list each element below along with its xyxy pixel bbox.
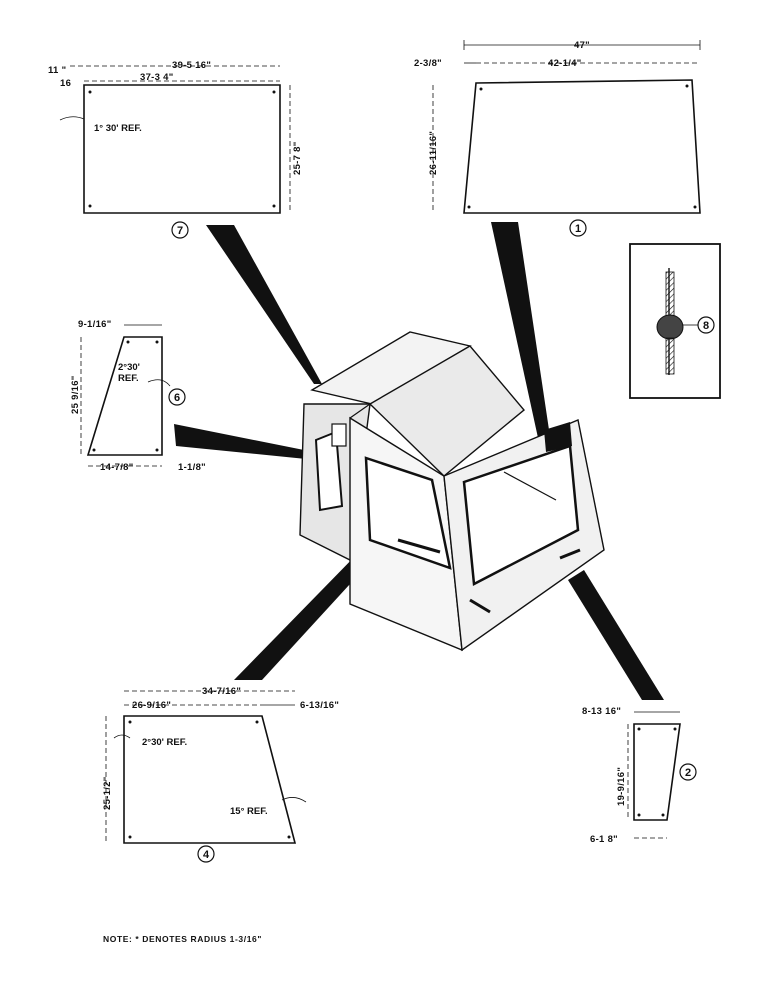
callout-8 — [697, 316, 715, 334]
callout-6-label: 6 — [174, 392, 180, 404]
panel-4-height: 25-1/2" — [102, 776, 113, 810]
panel-1-top-width: 42-1/4" — [548, 58, 582, 69]
cab-illustration — [174, 222, 664, 700]
panel-7-height: 25-7 8" — [292, 141, 303, 175]
panel-4-total-width: 34-7/16" — [202, 686, 241, 697]
callout-4 — [197, 845, 215, 863]
callout-1-label: 1 — [575, 223, 581, 235]
callout-7-label: 7 — [177, 225, 183, 237]
panel-4-offset: 6-13/16" — [300, 700, 339, 711]
callout-8-label: 8 — [703, 320, 709, 332]
panel-2-top-width: 8-13 16" — [582, 706, 621, 717]
glass-panel-6 — [86, 336, 163, 456]
callout-2 — [679, 763, 697, 781]
callout-4-label: 4 — [203, 849, 210, 861]
panel-6-angle-ref-1: 2°30' — [118, 362, 140, 373]
panel-6-height: 25 9/16" — [70, 375, 81, 414]
callout-7 — [171, 221, 189, 239]
callout-6 — [168, 388, 186, 406]
panel-4-top-width: 26-9/16" — [132, 700, 171, 711]
panel-6-top-width: 9-1/16" — [78, 319, 112, 330]
glass-panel-1 — [463, 79, 701, 214]
glass-panel-7 — [83, 84, 281, 214]
panel-1-group: 47" 2-3/8" 42-1/4" 26-11/16" 1 — [414, 40, 701, 237]
panel-6-group: 9-1/16" 25 9/16" 2°30' REF. 14-7/8" 1-1/… — [70, 319, 206, 473]
panel-7-offset-dim: 11 " — [48, 65, 66, 76]
panel-1-total-width: 47" — [574, 40, 590, 51]
panel-2-bottom-width: 6-1 8" — [590, 834, 618, 845]
panel-4-group: 34-7/16" 26-9/16" 6-13/16" 25-1/2" 2°30'… — [102, 686, 339, 863]
panel-1-offset: 2-3/8" — [414, 58, 442, 69]
panel-7-total-width: 39-5 16" — [172, 60, 211, 71]
panel-7-group: 11 " 16 39-5 16" 37-3 4" 25-7 8" 1° 30' … — [48, 60, 303, 239]
glass-panel-4 — [123, 715, 297, 844]
callout-1 — [569, 219, 587, 237]
panel-7-top-width: 37-3 4" — [140, 72, 174, 83]
panel-2-height: 19-9/16" — [616, 767, 627, 806]
panel-4-angle-left: 2°30' REF. — [142, 737, 187, 748]
callout-2-label: 2 — [685, 767, 691, 779]
panel-6-bottom-offset: 1-1/8" — [178, 462, 206, 473]
glass-panel-2 — [633, 723, 681, 821]
panel-7-angle-ref: 1° 30' REF. — [94, 123, 142, 134]
panel-2-group: 8-13 16" 19-9/16" 6-1 8" 2 — [582, 706, 697, 845]
panel-6-angle-ref-2: REF. — [118, 373, 139, 384]
radius-note: NOTE: * DENOTES RADIUS 1-3/16" — [103, 934, 263, 944]
panel-1-height: 26-11/16" — [428, 131, 439, 175]
panel-6-bottom-width: 14-7/8" — [100, 462, 134, 473]
panel-4-angle-right: 15° REF. — [230, 806, 268, 817]
detail-8-group: 8 — [629, 243, 721, 399]
panel-7-offset-dim-2: 16 — [60, 78, 71, 89]
